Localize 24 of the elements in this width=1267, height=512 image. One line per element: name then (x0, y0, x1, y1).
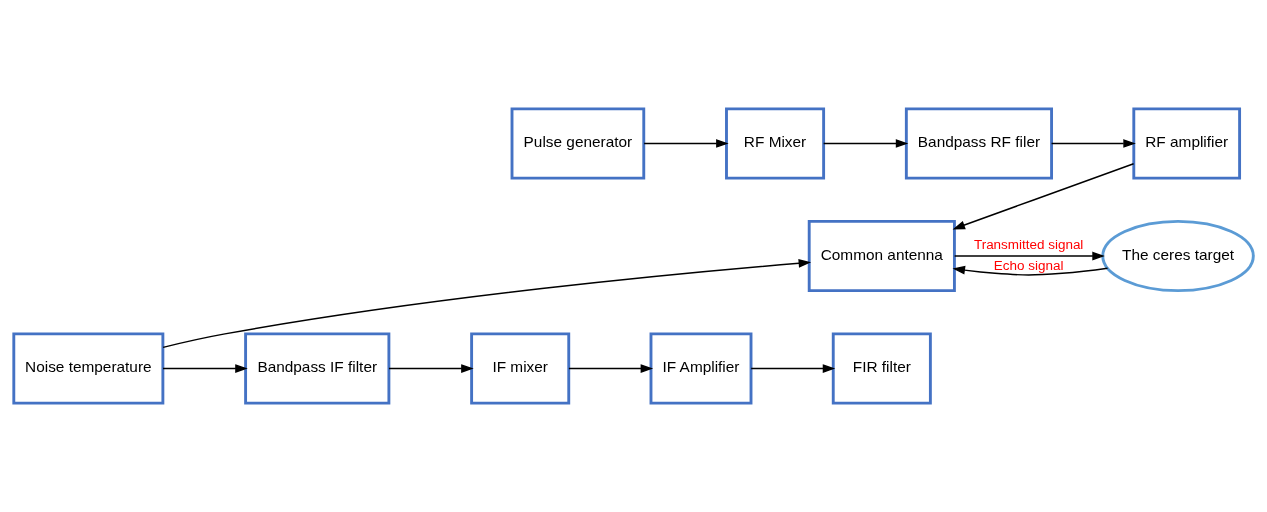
edge-label: Echo signal (993, 257, 1064, 273)
node-box: IF mixer (470, 332, 571, 405)
arrow (388, 364, 474, 373)
arrow (750, 364, 836, 373)
node-ellipse: The ceres target (1101, 219, 1255, 293)
arrow (162, 364, 248, 373)
arrow (952, 265, 1109, 276)
node-box: Bandpass RF filer (904, 107, 1053, 180)
arrow (952, 163, 1135, 230)
edge-label: Transmitted signal (973, 237, 1084, 253)
arrow (162, 258, 812, 349)
node-box: RF Mixer (725, 107, 826, 180)
arrow (1050, 139, 1136, 148)
arrow (568, 364, 654, 373)
node-box: RF amplifier (1132, 107, 1242, 180)
node-box: Noise temperature (12, 332, 165, 405)
arrow (953, 251, 1105, 261)
node-box: Common antenna (807, 219, 956, 293)
node-box: IF Amplifier (649, 332, 753, 405)
node-box: Bandpass IF filter (244, 332, 391, 405)
arrow (643, 139, 729, 148)
node-box: FIR filter (831, 332, 932, 405)
arrow (822, 139, 909, 148)
node-box: Pulse generator (510, 107, 646, 180)
